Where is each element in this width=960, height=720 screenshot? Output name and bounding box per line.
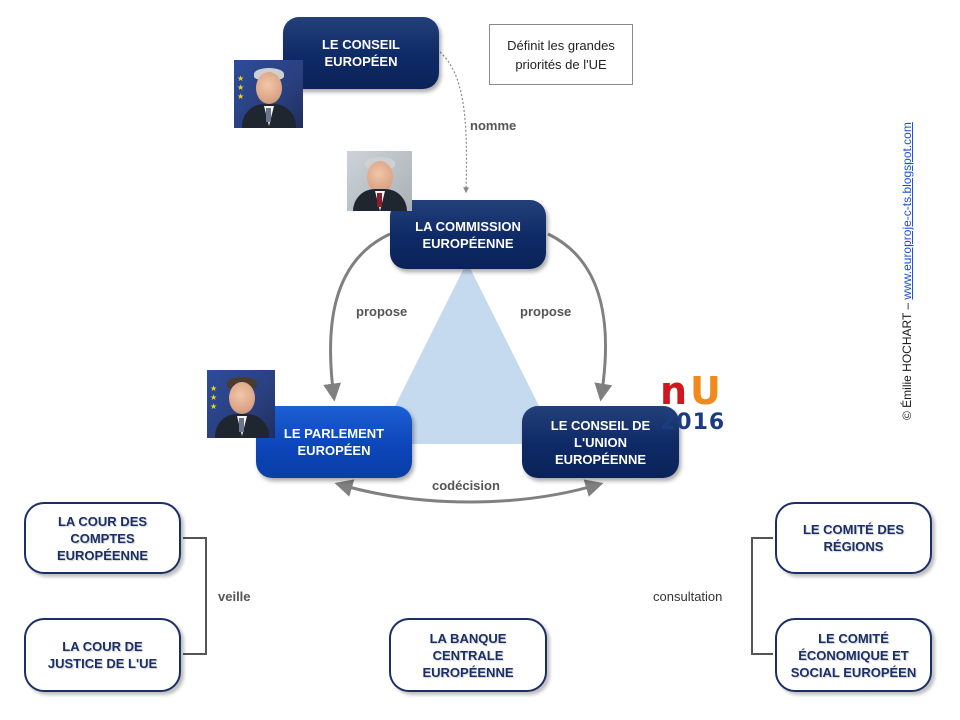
portrait-photo-conseil-europeen: ★★★ [234, 60, 303, 128]
edge-label-propose-left: propose [356, 304, 408, 319]
node-comite-economique-social-label: LE COMITÉ ÉCONOMIQUE ET SOCIAL EUROPÉEN [790, 630, 917, 680]
node-parlement-europeen: LE PARLEMENT EUROPÉEN [256, 406, 412, 478]
edge-label-consultation: consultation [653, 589, 723, 604]
author-credit: © Émilie HOCHART – www.europroje-c-ts.bl… [900, 122, 914, 420]
node-banque-centrale: LA BANQUE CENTRALE EUROPÉENNE [389, 618, 547, 692]
node-commission-label: LA COMMISSION EUROPÉENNE [415, 218, 521, 251]
node-banque-centrale-label: LA BANQUE CENTRALE EUROPÉENNE [422, 630, 514, 680]
node-cour-des-comptes-label: LA COUR DES COMPTES EUROPÉENNE [56, 513, 149, 563]
node-comite-des-regions-label: LE COMITÉ DES RÉGIONS [802, 522, 905, 554]
node-conseil-europeen-label: LE CONSEIL EUROPÉEN [321, 37, 400, 69]
node-comite-economique-social: LE COMITÉ ÉCONOMIQUE ET SOCIAL EUROPÉEN [775, 618, 932, 692]
portrait-photo-commission [347, 151, 412, 211]
portrait-photo-parlement: ★★★ [207, 370, 275, 438]
logo-letter-u: U [690, 369, 721, 413]
node-conseil-union-europeenne: LE CONSEIL DE L'UNION EUROPÉENNE [522, 406, 679, 478]
propose-left-arrow [323, 232, 391, 402]
decision-triangle [376, 262, 558, 444]
note-priorites-text: Définit les grandes priorités de l'UE [507, 37, 615, 72]
author-credit-text: © Émilie HOCHART – [900, 299, 914, 420]
logo-letter-n: n [660, 369, 688, 413]
consultation-bracket [751, 537, 773, 655]
node-conseil-union-label: LE CONSEIL DE L'UNION EUROPÉENNE [550, 417, 651, 467]
node-comite-des-regions: LE COMITÉ DES RÉGIONS [775, 502, 932, 574]
node-cour-des-comptes: LA COUR DES COMPTES EUROPÉENNE [24, 502, 181, 574]
edge-label-codecision: codécision [432, 478, 500, 493]
node-commission-europeenne: LA COMMISSION EUROPÉENNE [390, 200, 546, 269]
eu-stars-icon: ★★★ [237, 74, 245, 101]
author-credit-link[interactable]: www.europroje-c-ts.blogspot.com [900, 122, 914, 300]
codecision-arrow [334, 479, 604, 504]
node-cour-de-justice: LA COUR DE JUSTICE DE L'UE [24, 618, 181, 692]
note-priorites: Définit les grandes priorités de l'UE [489, 24, 633, 85]
node-parlement-label: LE PARLEMENT EUROPÉEN [283, 426, 385, 458]
node-conseil-europeen: LE CONSEIL EUROPÉEN [283, 17, 439, 89]
propose-right-arrow [547, 232, 613, 402]
node-cour-de-justice-label: LA COUR DE JUSTICE DE L'UE [47, 639, 158, 671]
eu-stars-icon: ★★★ [210, 384, 218, 411]
edge-label-veille: veille [218, 589, 251, 604]
veille-bracket [183, 537, 207, 655]
nomme-arrow [439, 51, 470, 194]
edge-label-propose-right: propose [520, 304, 572, 319]
logo-year: 2016 [660, 410, 726, 435]
nl-eu-2016-logo: n U 2016 [660, 369, 726, 439]
edge-label-nomme: nomme [470, 118, 517, 133]
